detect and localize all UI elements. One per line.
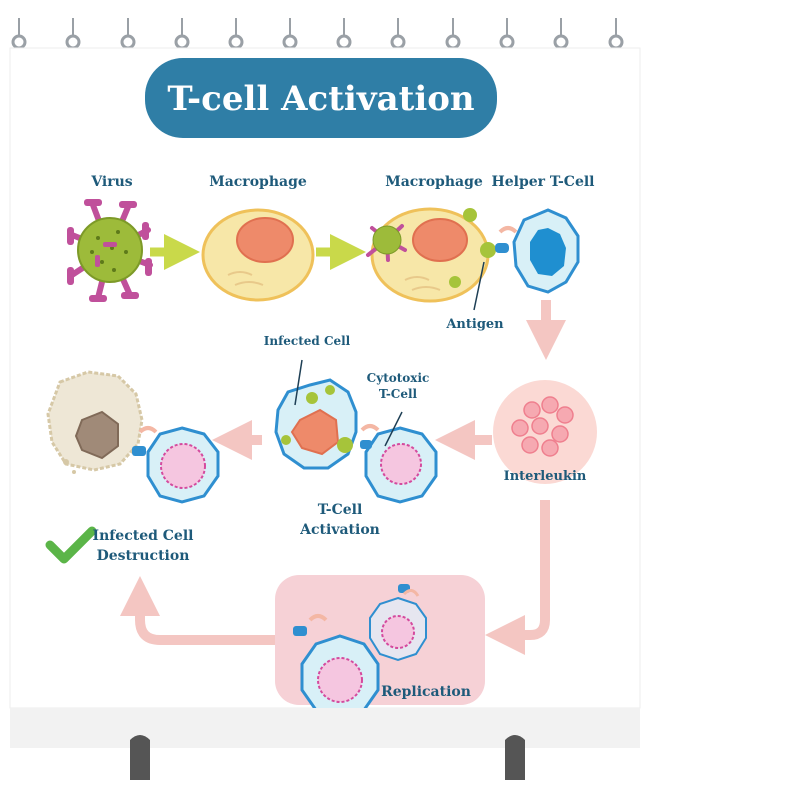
cytotoxic-t-cell bbox=[360, 411, 438, 504]
interleukin bbox=[493, 380, 597, 484]
label-virus: Virus bbox=[90, 174, 132, 190]
label-t-cell-activation-line2: Activation bbox=[299, 522, 380, 538]
antigen bbox=[473, 226, 518, 311]
label-cytotoxic-line1: Cytotoxic bbox=[367, 371, 430, 385]
label-replication: Replication bbox=[381, 684, 471, 700]
helper-t-cell bbox=[512, 208, 580, 294]
curtain-base bbox=[10, 708, 640, 780]
curtain-rings bbox=[11, 18, 624, 50]
label-t-cell-activation-line1: T-Cell bbox=[318, 502, 363, 518]
virus bbox=[67, 199, 153, 302]
label-macrophage-1: Macrophage bbox=[209, 174, 307, 190]
replicating-t-cell-small bbox=[369, 584, 427, 662]
label-destruction-line2: Destruction bbox=[97, 548, 190, 564]
arrow-interleukin-to-replication bbox=[485, 500, 550, 655]
macrophage-with-virus bbox=[366, 207, 490, 303]
macrophage bbox=[201, 208, 315, 302]
label-cytotoxic-line2: T-Cell bbox=[379, 387, 418, 401]
check-icon bbox=[45, 526, 97, 564]
label-antigen: Antigen bbox=[445, 317, 504, 332]
label-macrophage-2: Macrophage bbox=[385, 174, 483, 190]
destroyed-cell bbox=[46, 370, 144, 474]
arrow-replication-to-destruction bbox=[120, 576, 275, 645]
attacking-t-cell bbox=[132, 426, 220, 504]
infected-cell bbox=[274, 359, 358, 470]
page-title: T-cell Activation bbox=[167, 79, 474, 119]
label-interleukin: Interleukin bbox=[504, 469, 587, 484]
label-helper-t-cell: Helper T-Cell bbox=[492, 174, 595, 190]
label-infected-cell: Infected Cell bbox=[264, 334, 351, 348]
label-destruction-line1: Infected Cell bbox=[93, 528, 194, 544]
title-banner: T-cell Activation bbox=[145, 58, 497, 138]
